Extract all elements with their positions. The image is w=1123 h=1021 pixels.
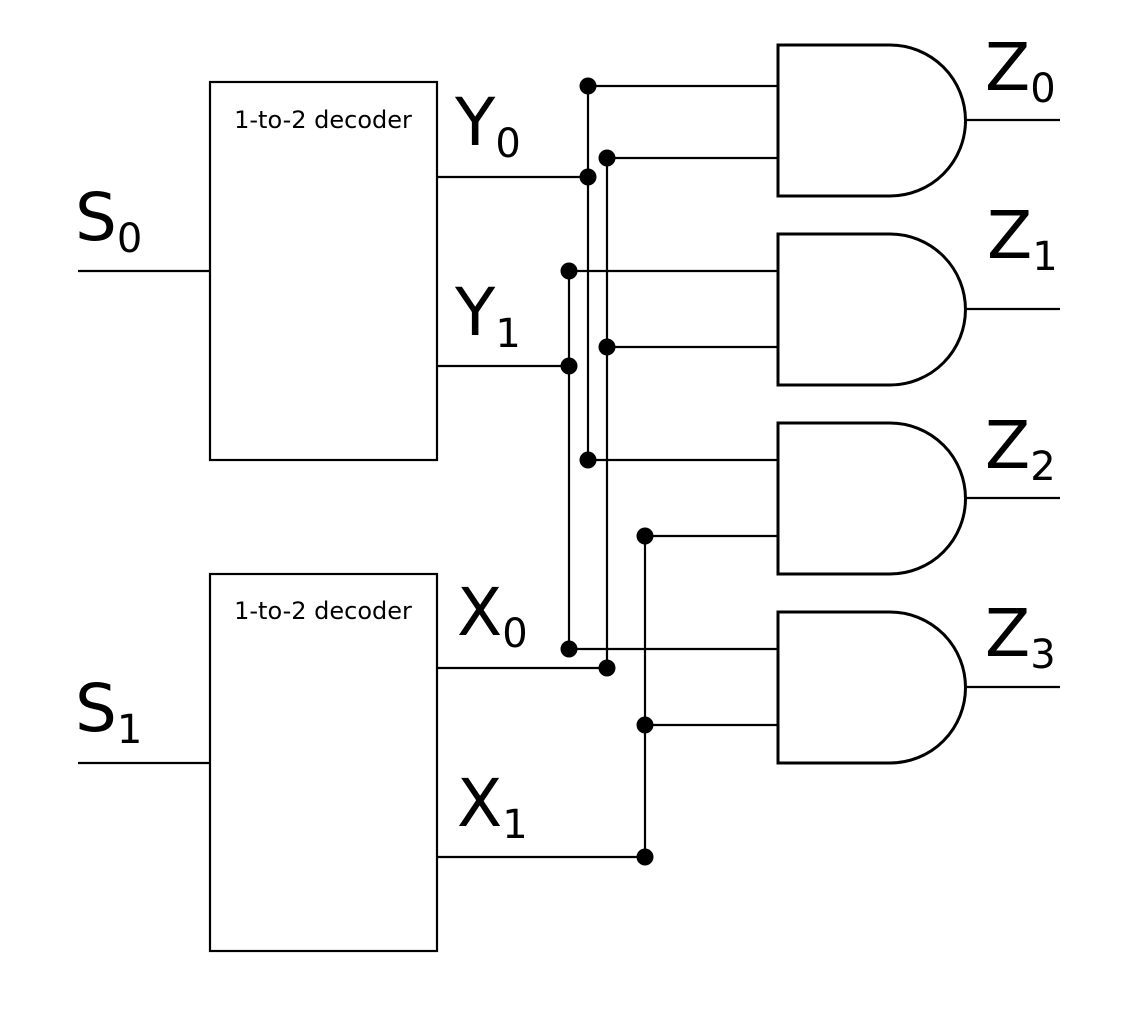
output-z3-label: Z3: [985, 595, 1056, 678]
and-gate-z0-body: [776, 43, 967, 198]
decoder-bottom: 1-to-2 decoder S1 X0 X1: [75, 572, 528, 953]
junction-dot: [598, 338, 616, 356]
output-z1-index: 1: [1032, 234, 1057, 280]
output-z0-letter: Z: [985, 29, 1030, 106]
input-s1-letter: S: [75, 670, 117, 747]
decoder-bottom-box: [208, 572, 439, 953]
output-z2-label: Z2: [985, 407, 1056, 490]
junction-dot: [598, 149, 616, 167]
junction-dot: [579, 77, 597, 95]
output-x0-letter: X: [457, 574, 502, 651]
input-s0-index: 0: [117, 216, 142, 262]
output-x0-label: X0: [457, 574, 528, 657]
output-z1-letter: Z: [987, 197, 1032, 274]
output-y0-index: 0: [495, 121, 520, 167]
output-z2-index: 2: [1030, 444, 1055, 490]
junction-dot: [636, 527, 654, 545]
output-z3-letter: Z: [985, 595, 1030, 672]
wiring: [437, 77, 778, 866]
decoder-bottom-title: 1-to-2 decoder: [234, 597, 412, 625]
output-y1-label: Y1: [454, 274, 521, 357]
and-gate-z0: Z0: [776, 29, 1060, 198]
input-s1-index: 1: [117, 707, 142, 753]
output-y0-label: Y0: [454, 84, 521, 167]
input-s0-label: S0: [75, 179, 142, 262]
output-z0-index: 0: [1030, 66, 1055, 112]
decoder-top-box: [208, 80, 439, 462]
junction-dot: [560, 262, 578, 280]
input-s1-label: S1: [75, 670, 142, 753]
and-gate-z1: Z1: [776, 197, 1060, 387]
and-gate-z1-body: [776, 232, 967, 387]
output-z0-label: Z0: [985, 29, 1056, 112]
junction-dot: [560, 640, 578, 658]
output-y0-letter: Y: [454, 84, 496, 161]
decoder-top-title: 1-to-2 decoder: [234, 106, 412, 134]
input-s0-letter: S: [75, 179, 117, 256]
output-y1-index: 1: [495, 311, 520, 357]
junction-dot: [579, 451, 597, 469]
junction-dot: [598, 659, 616, 677]
decoder-top: 1-to-2 decoder S0 Y0 Y1: [75, 80, 521, 462]
junction-dot: [560, 357, 578, 375]
output-z1-label: Z1: [987, 197, 1058, 280]
and-gate-z2: Z2: [776, 407, 1060, 576]
output-x1-index: 1: [502, 802, 527, 848]
and-gate-z2-body: [776, 421, 967, 576]
output-x1-label: X1: [457, 765, 528, 848]
and-gate-z3-body: [776, 610, 967, 765]
output-z2-letter: Z: [985, 407, 1030, 484]
output-z3-index: 3: [1030, 632, 1055, 678]
junction-dot: [636, 716, 654, 734]
output-x0-index: 0: [502, 611, 527, 657]
output-y1-letter: Y: [454, 274, 496, 351]
junction-dot: [636, 848, 654, 866]
junction-dot: [579, 168, 597, 186]
output-x1-letter: X: [457, 765, 502, 842]
and-gate-z3: Z3: [776, 595, 1060, 765]
